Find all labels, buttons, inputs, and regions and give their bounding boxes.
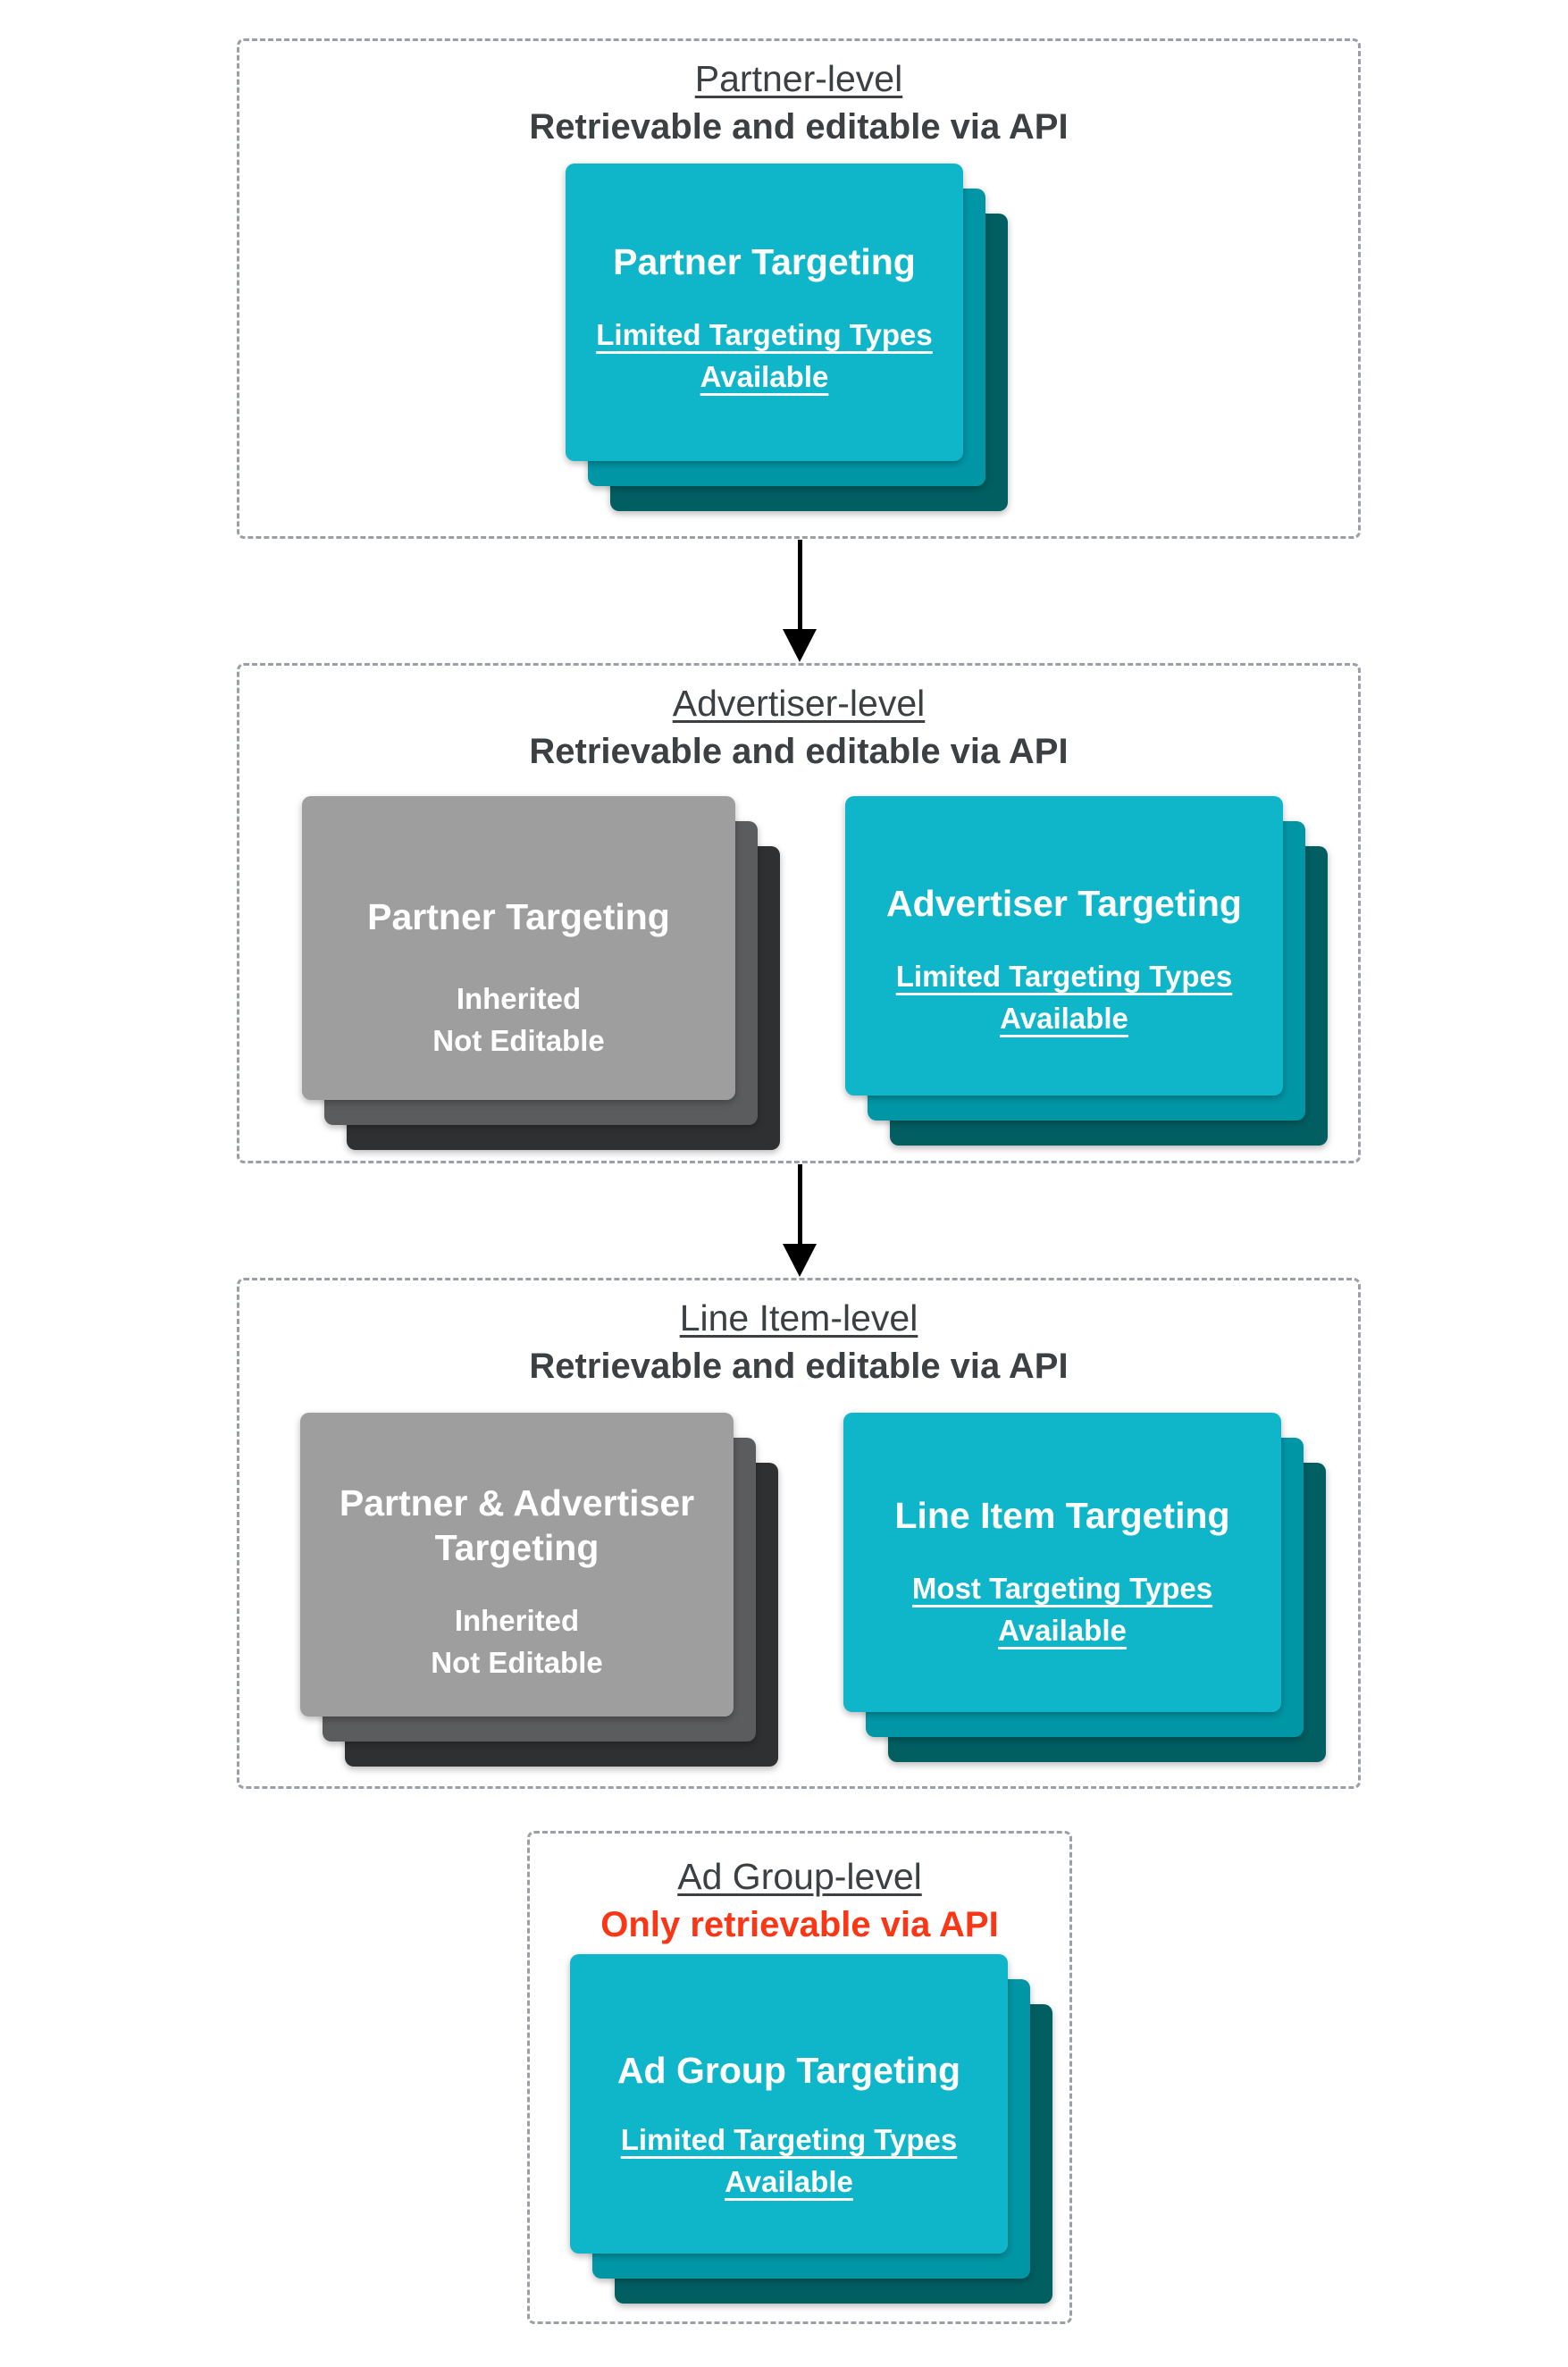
card-stack-inherited-partner-targeting: Partner Targeting Inherited Not Editable (302, 796, 780, 1150)
card-title: Partner & Advertiser Targeting (339, 1482, 695, 1569)
card-stack-inherited-partner-advertiser-targeting: Partner & Advertiser Targeting Inherited… (300, 1413, 778, 1767)
card-stack-ad-group-targeting: Ad Group Targeting Limited Targeting Typ… (570, 1954, 1052, 2304)
card-body-line: Inherited (454, 1604, 580, 1638)
card-partner-targeting: Partner Targeting Limited Targeting Type… (566, 164, 963, 461)
arrow-shaft (797, 1164, 802, 1244)
section-advertiser-level: Advertiser-level Retrievable and editabl… (237, 663, 1361, 1163)
card-body: Limited Targeting Types Available (895, 960, 1233, 1035)
section-line-item-level: Line Item-level Retrievable and editable… (237, 1278, 1361, 1789)
card-body: Limited Targeting Types Available (596, 318, 933, 393)
card-inherited-partner-targeting: Partner Targeting Inherited Not Editable (302, 796, 735, 1100)
arrow-head-icon (783, 629, 817, 662)
card-body: Inherited Not Editable (327, 1600, 707, 1684)
card-stack-line-item-targeting: Line Item Targeting Most Targeting Types… (843, 1413, 1326, 1762)
arrow-shaft (797, 540, 802, 629)
partner-level-title: Partner-level (694, 58, 903, 99)
section-partner-level: Partner-level Retrievable and editable v… (237, 38, 1361, 539)
card-title: Partner Targeting (613, 241, 916, 282)
card-title: Line Item Targeting (894, 1495, 1230, 1536)
advertiser-level-subtitle: Retrievable and editable via API (529, 732, 1069, 772)
card-advertiser-targeting: Advertiser Targeting Limited Targeting T… (845, 796, 1283, 1095)
card-title: Advertiser Targeting (886, 883, 1242, 924)
flow-arrow-partner-to-advertiser (782, 540, 818, 662)
card-inherited-partner-advertiser-targeting: Partner & Advertiser Targeting Inherited… (300, 1413, 734, 1716)
card-body: Limited Targeting Types Available (620, 2123, 958, 2198)
card-stack-partner-targeting: Partner Targeting Limited Targeting Type… (566, 164, 1008, 511)
line-item-level-subtitle: Retrievable and editable via API (529, 1347, 1069, 1387)
line-item-level-title: Line Item-level (679, 1297, 918, 1339)
card-body-line: Not Editable (431, 1645, 603, 1679)
card-body: Most Targeting Types Available (911, 1572, 1213, 1647)
ad-group-level-title: Ad Group-level (677, 1856, 922, 1897)
arrow-head-icon (783, 1244, 817, 1277)
card-body-line: Not Editable (432, 1023, 605, 1057)
ad-group-level-subtitle: Only retrievable via API (600, 1905, 999, 1945)
card-title: Ad Group Targeting (616, 2050, 961, 2091)
card-line-item-targeting: Line Item Targeting Most Targeting Types… (843, 1413, 1281, 1712)
card-body-line: Inherited (456, 982, 582, 1016)
card-stack-advertiser-targeting: Advertiser Targeting Limited Targeting T… (845, 796, 1328, 1146)
card-ad-group-targeting: Ad Group Targeting Limited Targeting Typ… (570, 1954, 1008, 2254)
flow-arrow-advertiser-to-lineitem (782, 1164, 818, 1277)
section-ad-group-level: Ad Group-level Only retrievable via API … (527, 1831, 1072, 2324)
card-title: Partner Targeting (367, 896, 670, 937)
partner-level-subtitle: Retrievable and editable via API (529, 107, 1069, 147)
advertiser-level-title: Advertiser-level (672, 683, 926, 724)
card-body: Inherited Not Editable (329, 978, 709, 1062)
